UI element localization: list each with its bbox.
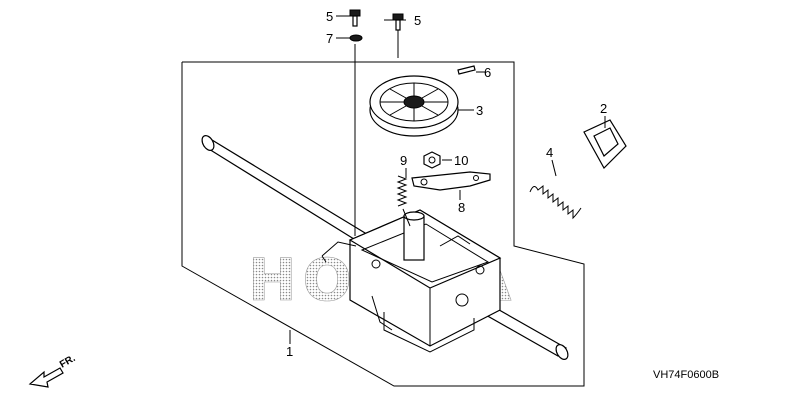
spring-small — [396, 175, 411, 227]
callout-8: 8 — [458, 200, 465, 215]
leader-lines — [289, 15, 606, 344]
callout-5-left: 5 — [326, 9, 333, 24]
callout-1: 1 — [286, 344, 293, 359]
pulley — [369, 75, 459, 137]
diagram-code: VH74F0600B — [653, 369, 719, 381]
transmission-housing — [321, 209, 502, 353]
callout-7: 7 — [326, 31, 333, 46]
callout-2: 2 — [600, 101, 607, 116]
callout-6: 6 — [484, 65, 491, 80]
plate-bracket — [411, 171, 491, 191]
callout-9: 9 — [400, 153, 407, 168]
assembly-frame — [181, 61, 585, 387]
callout-5-right: 5 — [414, 13, 421, 28]
callout-4: 4 — [546, 145, 553, 160]
front-direction-label: FR. — [58, 353, 78, 371]
nut — [423, 151, 441, 169]
bracket-clip — [583, 119, 627, 169]
bolt-right — [392, 13, 404, 31]
callout-3: 3 — [476, 103, 483, 118]
callout-10: 10 — [454, 153, 468, 168]
bolt-left — [349, 9, 361, 27]
front-direction-arrow-icon — [28, 367, 64, 388]
washer — [349, 34, 363, 42]
pin — [457, 65, 476, 75]
spring-long — [529, 184, 582, 220]
